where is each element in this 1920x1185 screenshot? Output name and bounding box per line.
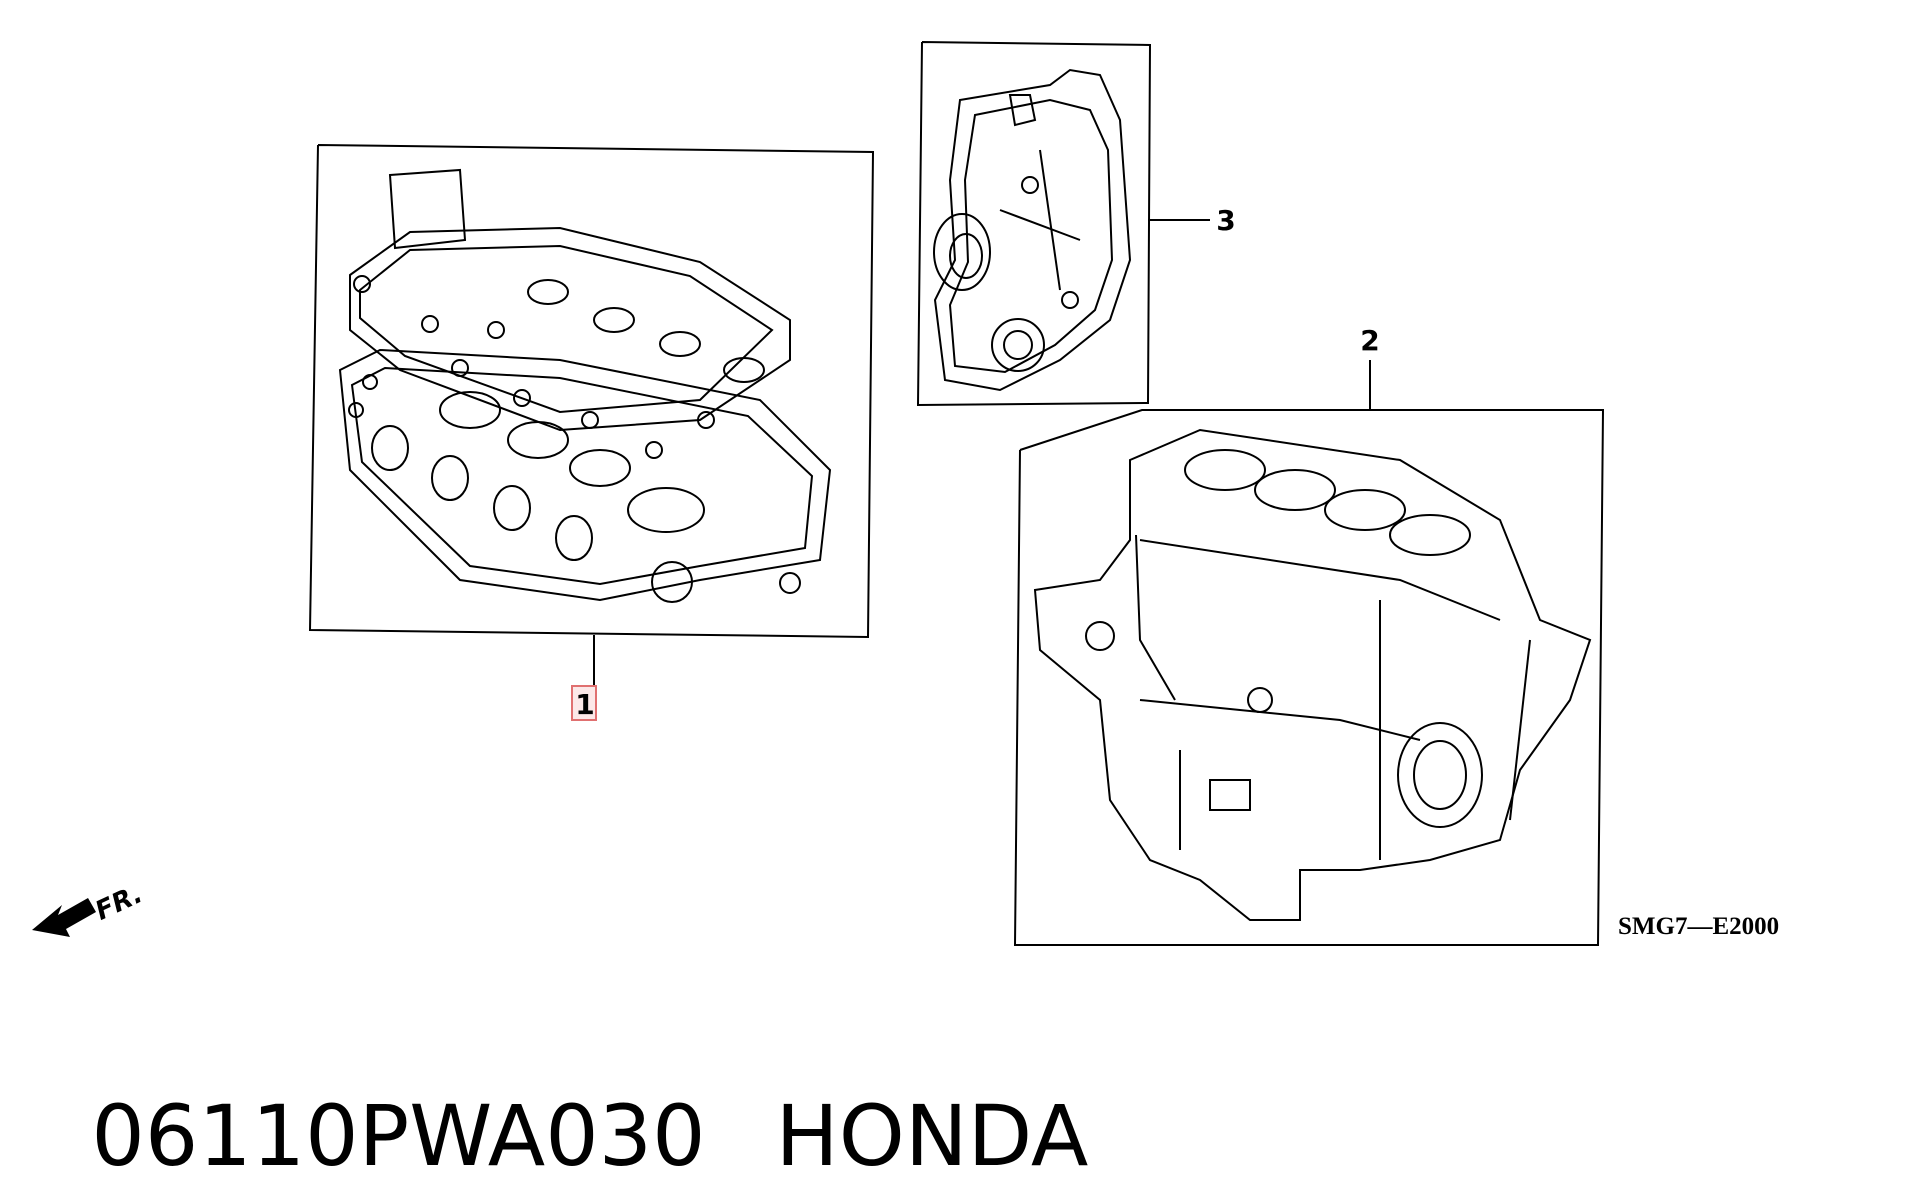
diagram-code: SMG7—E2000	[1618, 913, 1779, 940]
part-2-short-block-kit[interactable]: 2	[1013, 324, 1605, 946]
front-direction-indicator: FR.	[32, 879, 147, 937]
part-3-timing-cover-kit[interactable]: 3	[916, 41, 1236, 407]
parts-diagram: 1 3	[32, 41, 1779, 946]
brand-name: HONDA	[775, 1087, 1089, 1185]
part-3-box	[916, 41, 1152, 407]
part-3-illustration	[933, 68, 1132, 392]
callout-3[interactable]: 3	[1216, 204, 1235, 237]
front-arrow-icon	[32, 898, 96, 937]
callout-1[interactable]: 1	[575, 688, 594, 721]
part-2-illustration	[1033, 428, 1592, 921]
part-1-callout-highlight[interactable]	[571, 685, 597, 721]
callout-2[interactable]: 2	[1360, 324, 1379, 357]
part-1-box	[308, 144, 875, 639]
part-2-box	[1013, 409, 1605, 946]
front-label: FR.	[91, 879, 147, 927]
part-number: 06110PWA030	[91, 1087, 706, 1185]
part-1-illustration	[338, 168, 832, 603]
part-1-head-gasket-kit[interactable]: 1	[308, 144, 875, 721]
